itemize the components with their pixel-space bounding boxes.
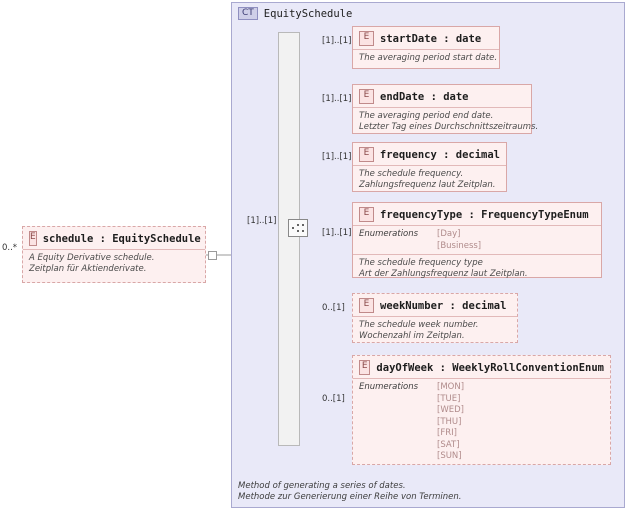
complextype-title: EquitySchedule — [263, 7, 353, 20]
element-enddate-header: E endDate : date — [353, 85, 531, 107]
complextype-header: CT EquitySchedule — [232, 3, 624, 24]
element-badge-icon: E — [359, 147, 374, 162]
element-weeknumber[interactable]: E weekNumber : decimal The schedule week… — [352, 293, 518, 343]
element-frequency-name: frequency : decimal — [379, 148, 500, 161]
element-weeknumber-name: weekNumber : decimal — [380, 299, 507, 312]
element-dayofweek-header: E dayOfWeek : WeeklyRollConventionEnum — [353, 356, 610, 378]
divider — [353, 316, 517, 317]
element-startdate-header: E startDate : date — [353, 27, 499, 49]
element-frequencytype-enumerations: Enumerations [Day] [Business] — [353, 226, 601, 254]
enum-value: [MON] — [437, 382, 465, 392]
divider — [353, 378, 610, 379]
complextype-footer: Method of generating a series of dates. … — [238, 481, 462, 502]
sequence-bar — [278, 32, 300, 446]
child-cardinality-frequency: [1]..[1] — [322, 152, 352, 162]
element-schedule-connector-stub — [208, 251, 217, 260]
element-frequency-doc: The schedule frequency. Zahlungsfrequenz… — [359, 169, 496, 190]
element-badge-icon: E — [359, 360, 371, 375]
child-cardinality-enddate: [1]..[1] — [322, 94, 352, 104]
divider — [353, 254, 601, 255]
element-weeknumber-doc: The schedule week number. Wochenzahl im … — [359, 320, 479, 341]
element-dayofweek-enumerations: Enumerations [MON] [TUE] [WED] [THU] [FR… — [353, 379, 610, 465]
enum-value: [Day] — [437, 229, 461, 239]
root-cardinality: 0..* — [2, 243, 18, 253]
enumerations-label: Enumerations — [359, 229, 419, 239]
enum-value: [SAT] — [437, 439, 460, 450]
enum-value: [WED] — [437, 405, 464, 415]
element-badge-icon: E — [29, 231, 37, 246]
enum-value: [Business] — [437, 240, 482, 251]
divider — [23, 249, 205, 250]
child-cardinality-startdate: [1]..[1] — [322, 36, 352, 46]
element-dayofweek-name: dayOfWeek : WeeklyRollConventionEnum — [376, 361, 604, 374]
divider — [353, 225, 601, 226]
enum-value: [THU] — [437, 416, 462, 427]
complextype-badge-icon: CT — [238, 7, 258, 20]
divider — [353, 165, 506, 166]
element-frequencytype-doc: The schedule frequency type Art der Zahl… — [359, 258, 528, 279]
element-enddate[interactable]: E endDate : date The averaging period en… — [352, 84, 539, 134]
element-schedule-doc: A Equity Derivative schedule. Zeitplan f… — [29, 253, 155, 274]
element-frequency[interactable]: E frequency : decimal The schedule frequ… — [352, 142, 507, 192]
element-badge-icon: E — [359, 31, 374, 46]
element-badge-icon: E — [359, 298, 374, 313]
element-startdate[interactable]: E startDate : date The averaging period … — [352, 26, 500, 69]
element-frequencytype-header: E frequencyType : FrequencyTypeEnum — [353, 203, 601, 225]
element-frequency-header: E frequency : decimal — [353, 143, 506, 165]
element-schedule-header: E schedule : EquitySchedule — [23, 227, 205, 249]
element-frequencytype-name: frequencyType : FrequencyTypeEnum — [380, 208, 589, 221]
enum-value: [TUE] — [437, 393, 461, 404]
element-badge-icon: E — [359, 207, 374, 222]
child-cardinality-weeknumber: 0..[1] — [322, 303, 345, 313]
enumerations-values: [MON] [TUE] [WED] [THU] [FRI] [SAT] [SUN… — [437, 382, 464, 463]
element-startdate-name: startDate : date — [380, 32, 482, 45]
element-schedule-name: schedule : EquitySchedule — [42, 232, 201, 245]
element-dayofweek[interactable]: E dayOfWeek : WeeklyRollConventionEnum E… — [352, 355, 611, 465]
sequence-cardinality: [1]..[1] — [247, 216, 277, 226]
element-startdate-doc: The averaging period start date. — [359, 53, 498, 63]
enum-value: [FRI] — [437, 428, 457, 438]
enumerations-values: [Day] [Business] — [437, 229, 481, 252]
child-cardinality-frequencytype: [1]..[1] — [322, 228, 352, 238]
enum-value: [SUN] — [437, 451, 462, 461]
child-cardinality-dayofweek: 0..[1] — [322, 394, 345, 404]
element-schedule[interactable]: E schedule : EquitySchedule A Equity Der… — [22, 226, 206, 283]
divider — [353, 49, 499, 50]
divider — [353, 107, 531, 108]
element-badge-icon: E — [359, 89, 374, 104]
sequence-node-icon[interactable] — [288, 219, 308, 237]
element-enddate-doc: The averaging period end date. Letzter T… — [359, 111, 539, 132]
enumerations-label: Enumerations — [359, 382, 419, 392]
element-enddate-name: endDate : date — [380, 90, 469, 103]
element-weeknumber-header: E weekNumber : decimal — [353, 294, 517, 316]
element-frequencytype[interactable]: E frequencyType : FrequencyTypeEnum Enum… — [352, 202, 602, 279]
